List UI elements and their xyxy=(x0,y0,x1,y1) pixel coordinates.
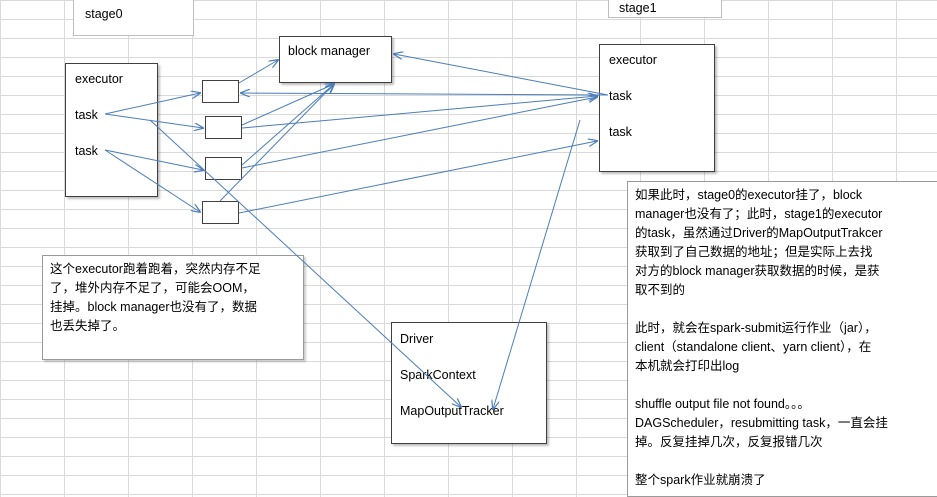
map-output-tracker-label: MapOutputTracker xyxy=(400,404,504,418)
arrow-task-to-block-manager xyxy=(394,54,609,96)
task-label-2: task xyxy=(75,144,98,158)
arrow-output-to-task xyxy=(241,96,597,129)
shuffle-output-box-1 xyxy=(202,80,239,103)
stage0-label: stage0 xyxy=(73,0,194,36)
note-line: 掉。反复挂掉几次，反复报错几次 xyxy=(635,435,823,449)
driver-label: Driver xyxy=(400,332,434,346)
arrow-task-to-output xyxy=(104,149,200,212)
note-line: 也丢失掉了。 xyxy=(50,319,126,333)
note-line: 整个spark作业就崩溃了 xyxy=(635,473,766,487)
note-line: 取不到的 xyxy=(635,283,686,297)
stage1-label: stage1 xyxy=(608,0,722,18)
executor-stage1: executor task task xyxy=(599,44,715,172)
executor-title: executor xyxy=(75,72,123,86)
stage1-text: stage1 xyxy=(619,1,657,15)
failure-explanation-note: 如果此时，stage0的executor挂了，block manager也没有了… xyxy=(627,181,937,497)
shuffle-output-box-2 xyxy=(205,116,242,139)
note-line: 挂掉。block manager也没有了，数据 xyxy=(50,300,257,314)
stage0-text: stage0 xyxy=(85,7,123,21)
arrow-task-to-output xyxy=(104,113,203,128)
note-line: 了，堆外内存不足了，可能会OOM， xyxy=(50,281,255,295)
arrow-task-to-output xyxy=(241,93,609,95)
note-line: 的task，虽然通过Driver的MapOutputTrakcer xyxy=(635,226,883,240)
executor-crash-note: 这个executor跑着跑着，突然内存不足 了，堆外内存不足了，可能会OOM， … xyxy=(42,255,304,360)
executor-title: executor xyxy=(609,53,657,67)
spark-context-label: SparkContext xyxy=(400,368,476,382)
arrow-output-to-block-manager xyxy=(241,84,334,166)
note-line: 获取到了自己数据的地址；但是实际上去找 xyxy=(635,245,873,259)
arrow-task-to-output xyxy=(104,93,200,115)
arrow-output-to-task xyxy=(241,97,597,169)
task-label-2: task xyxy=(609,125,632,139)
shuffle-output-box-4 xyxy=(202,201,239,224)
note-line: DAGScheduler，resubmitting task，一直会挂 xyxy=(635,416,888,430)
arrow-output-to-block-manager xyxy=(219,84,334,202)
note-line: 此时，就会在spark-submit运行作业（jar）， xyxy=(635,321,877,335)
note-line: manager也没有了；此时，stage1的executor xyxy=(635,207,883,221)
note-line: 对方的block manager获取数据的时候，是获 xyxy=(635,264,880,278)
task-label-1: task xyxy=(609,89,632,103)
arrow-output-to-task xyxy=(238,141,597,214)
shuffle-output-box-3 xyxy=(205,157,242,180)
arrow-output-to-block-manager xyxy=(241,84,334,126)
note-line: 这个executor跑着跑着，突然内存不足 xyxy=(50,262,261,276)
note-line: shuffle output file not found。。。 xyxy=(635,397,810,411)
arrow-task-to-output xyxy=(104,149,203,170)
task-label-1: task xyxy=(75,108,98,122)
note-line: 如果此时，stage0的executor挂了，block xyxy=(635,188,863,202)
arrow-output-to-block-manager xyxy=(238,60,278,84)
arrow-executor-to-driver xyxy=(149,119,461,407)
note-line: 本机就会打印出log xyxy=(635,359,740,373)
driver-box: Driver SparkContext MapOutputTracker xyxy=(391,322,547,444)
arrow-task-to-map-output-tracker xyxy=(493,119,581,409)
note-line: client（standalone client、yarn client），在 xyxy=(635,340,872,354)
block-manager-label: block manager xyxy=(288,44,370,58)
